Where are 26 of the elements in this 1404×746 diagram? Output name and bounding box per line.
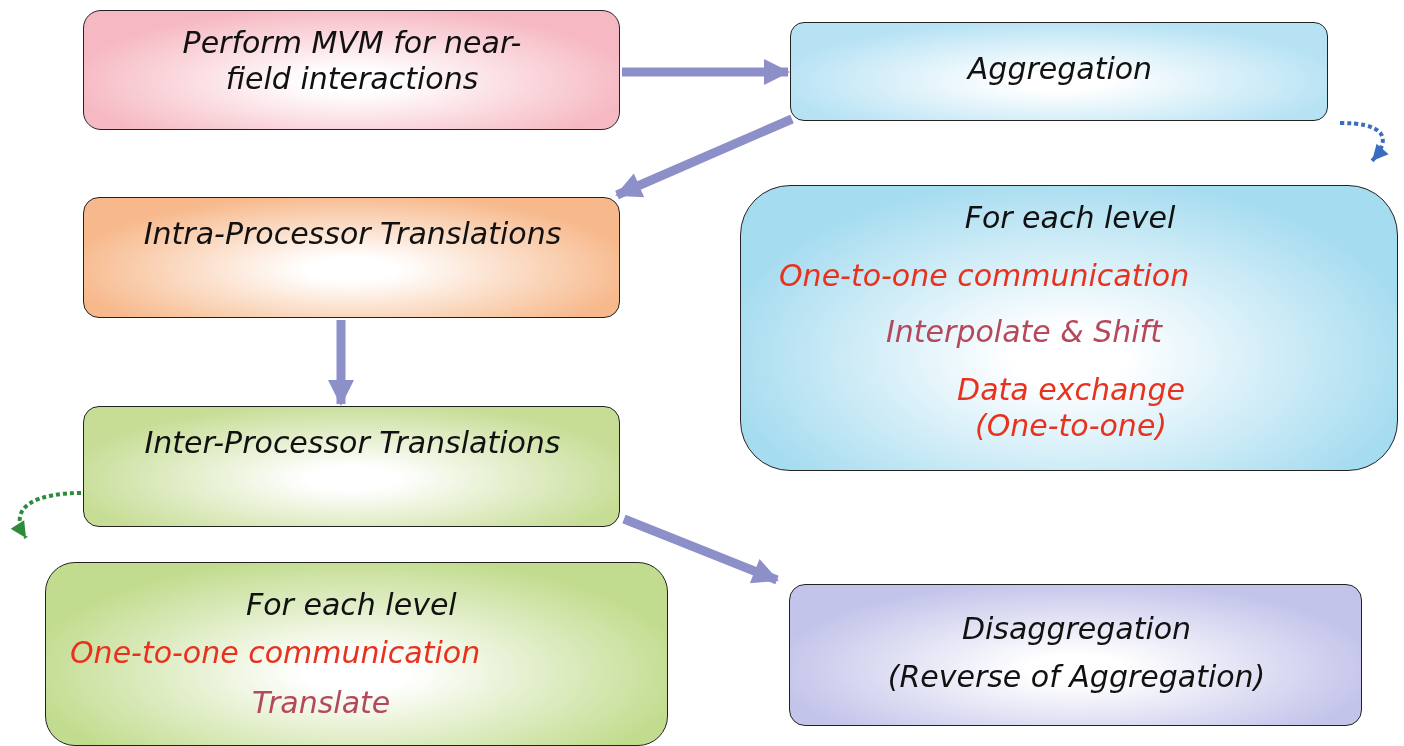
box-title: Intra-Processor Translations xyxy=(142,216,563,252)
arrow xyxy=(622,514,779,585)
step-text: One-to-one communication xyxy=(779,258,1190,294)
step-text: (Reverse of Aggregation) xyxy=(886,659,1267,695)
step-text: Translate xyxy=(252,685,391,721)
box-title: Inter-Processor Translations xyxy=(143,425,562,461)
process-box xyxy=(83,406,620,527)
arrow xyxy=(615,114,794,200)
step-text: Interpolate & Shift xyxy=(886,314,1162,350)
arrow xyxy=(11,491,82,539)
process-box xyxy=(83,10,620,130)
box-title: For each level xyxy=(246,587,457,623)
box-title: For each level xyxy=(963,200,1177,236)
process-box xyxy=(83,197,620,318)
step-text: One-to-one communication xyxy=(70,635,481,671)
box-title: Perform MVM for near-field interactions xyxy=(181,25,523,97)
arrow xyxy=(622,59,790,85)
process-box xyxy=(790,22,1328,121)
step-panel xyxy=(45,562,668,746)
step-text: Data exchange (One-to-one) xyxy=(956,372,1186,444)
box-title: Aggregation xyxy=(965,51,1154,87)
box-title: Disaggregation xyxy=(960,611,1193,647)
step-panel xyxy=(789,584,1362,726)
step-panel xyxy=(740,185,1398,471)
arrow xyxy=(1339,121,1389,163)
arrow xyxy=(328,320,354,406)
